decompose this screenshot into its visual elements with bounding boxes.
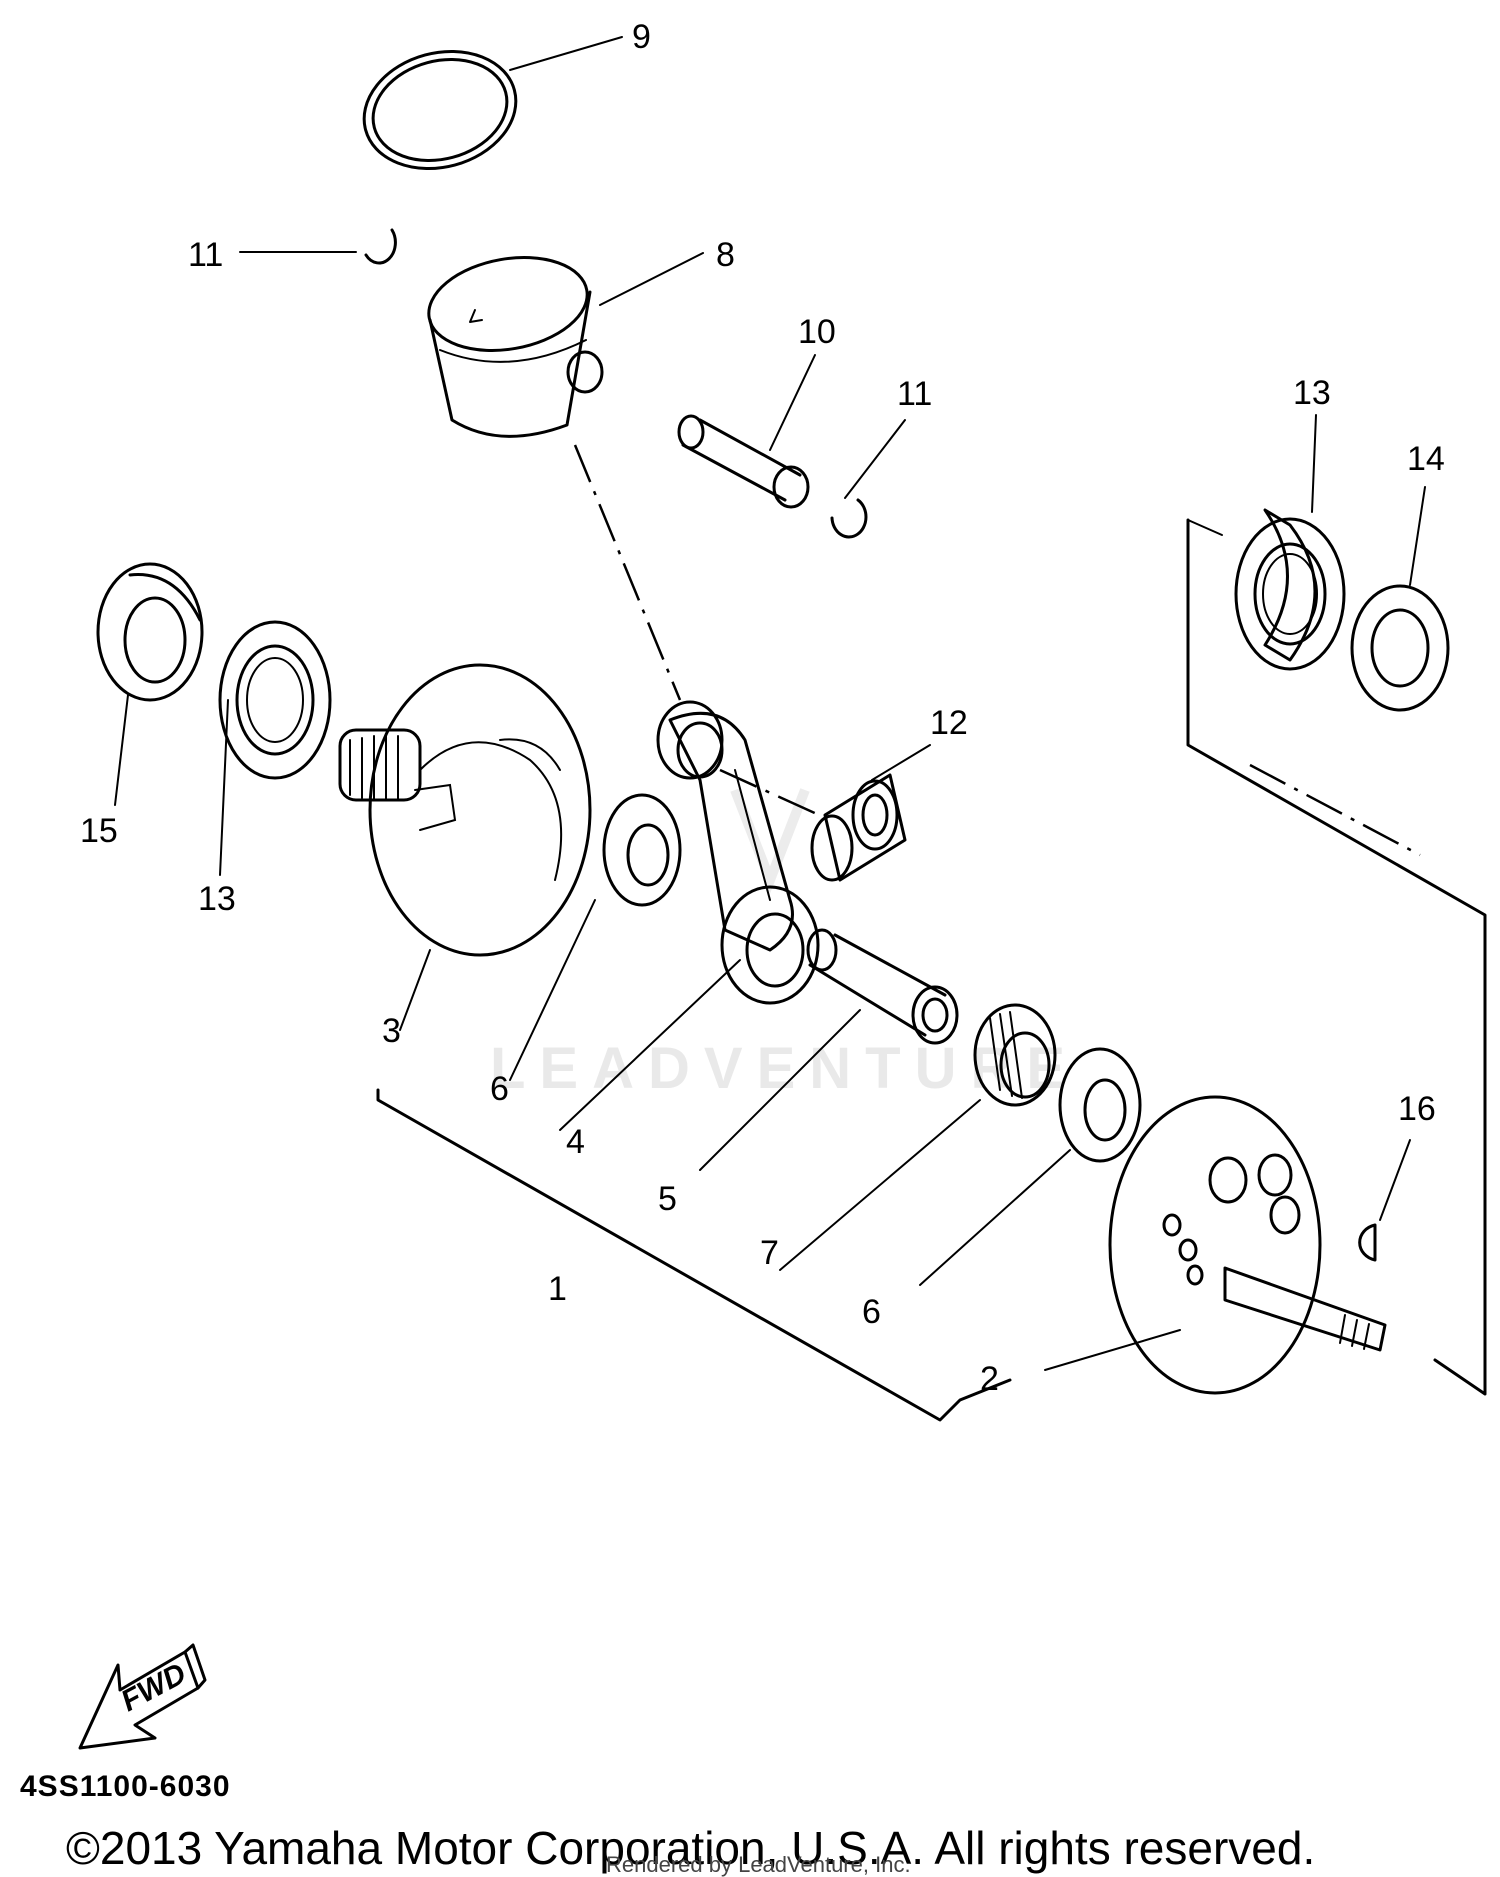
thrust-washer-right: [919, 1047, 1142, 1286]
fwd-arrow-icon: FWD: [78, 1643, 207, 1750]
callout-9: 9: [632, 18, 651, 56]
piston: [427, 252, 704, 438]
callout-13-left: 13: [198, 880, 236, 918]
callout-2: 2: [980, 1360, 999, 1398]
circlip-top: [239, 228, 397, 265]
assembly-bracket-right: [1186, 518, 1487, 1396]
fwd-label: FWD: [116, 1657, 192, 1718]
oil-seal-right: [1350, 486, 1450, 712]
callout-13-right: 13: [1293, 374, 1331, 412]
needle-bearing-small: [810, 744, 931, 882]
copyright: ©2013 Yamaha Motor Corporation, U.S.A. A…: [66, 1822, 1315, 1874]
callout-14: 14: [1407, 440, 1445, 478]
callout-15: 15: [80, 812, 118, 850]
piston-ring: [362, 36, 623, 171]
callout-11-right: 11: [897, 375, 932, 413]
oil-seal-left: [96, 562, 204, 806]
callout-8: 8: [716, 236, 735, 274]
connecting-rod: [559, 700, 820, 1131]
callout-16: 16: [1398, 1090, 1436, 1128]
rendered-by: Rendered by LeadVenture, Inc.: [606, 1852, 911, 1877]
callout-6-right: 6: [862, 1293, 881, 1331]
bearing-left: [218, 620, 332, 876]
piston-pin: [677, 354, 816, 509]
needle-bearing-big: [779, 1003, 1057, 1271]
watermark: LEADVENTURE: [490, 788, 1079, 1101]
circlip-right: [830, 419, 906, 539]
callout-11-top: 11: [188, 236, 223, 274]
callout-labels: 9 11 8 10 11 13 14 12 15 13 3 6 4 5 1 7 …: [80, 18, 1445, 1398]
callout-10: 10: [798, 313, 836, 351]
callout-6-left: 6: [490, 1070, 509, 1108]
crank-wheel-right: [1044, 1095, 1387, 1395]
callout-12: 12: [930, 704, 968, 742]
woodruff-key: [1358, 1139, 1411, 1262]
watermark-text: LEADVENTURE: [490, 1036, 1079, 1101]
centerlines: [573, 444, 1421, 857]
crank-pin: [699, 928, 959, 1171]
crank-wheel-left: [338, 663, 592, 1031]
callout-5: 5: [658, 1180, 677, 1218]
callout-7: 7: [760, 1234, 779, 1272]
callout-1: 1: [548, 1270, 567, 1308]
diagram-code: 4SS1100-6030: [20, 1770, 231, 1803]
thrust-washer-left: [509, 793, 682, 1081]
assembly-bracket-bottom: [376, 1088, 1012, 1422]
callout-3: 3: [382, 1012, 401, 1050]
callout-4: 4: [566, 1123, 585, 1161]
bearing-right: [1234, 414, 1346, 671]
